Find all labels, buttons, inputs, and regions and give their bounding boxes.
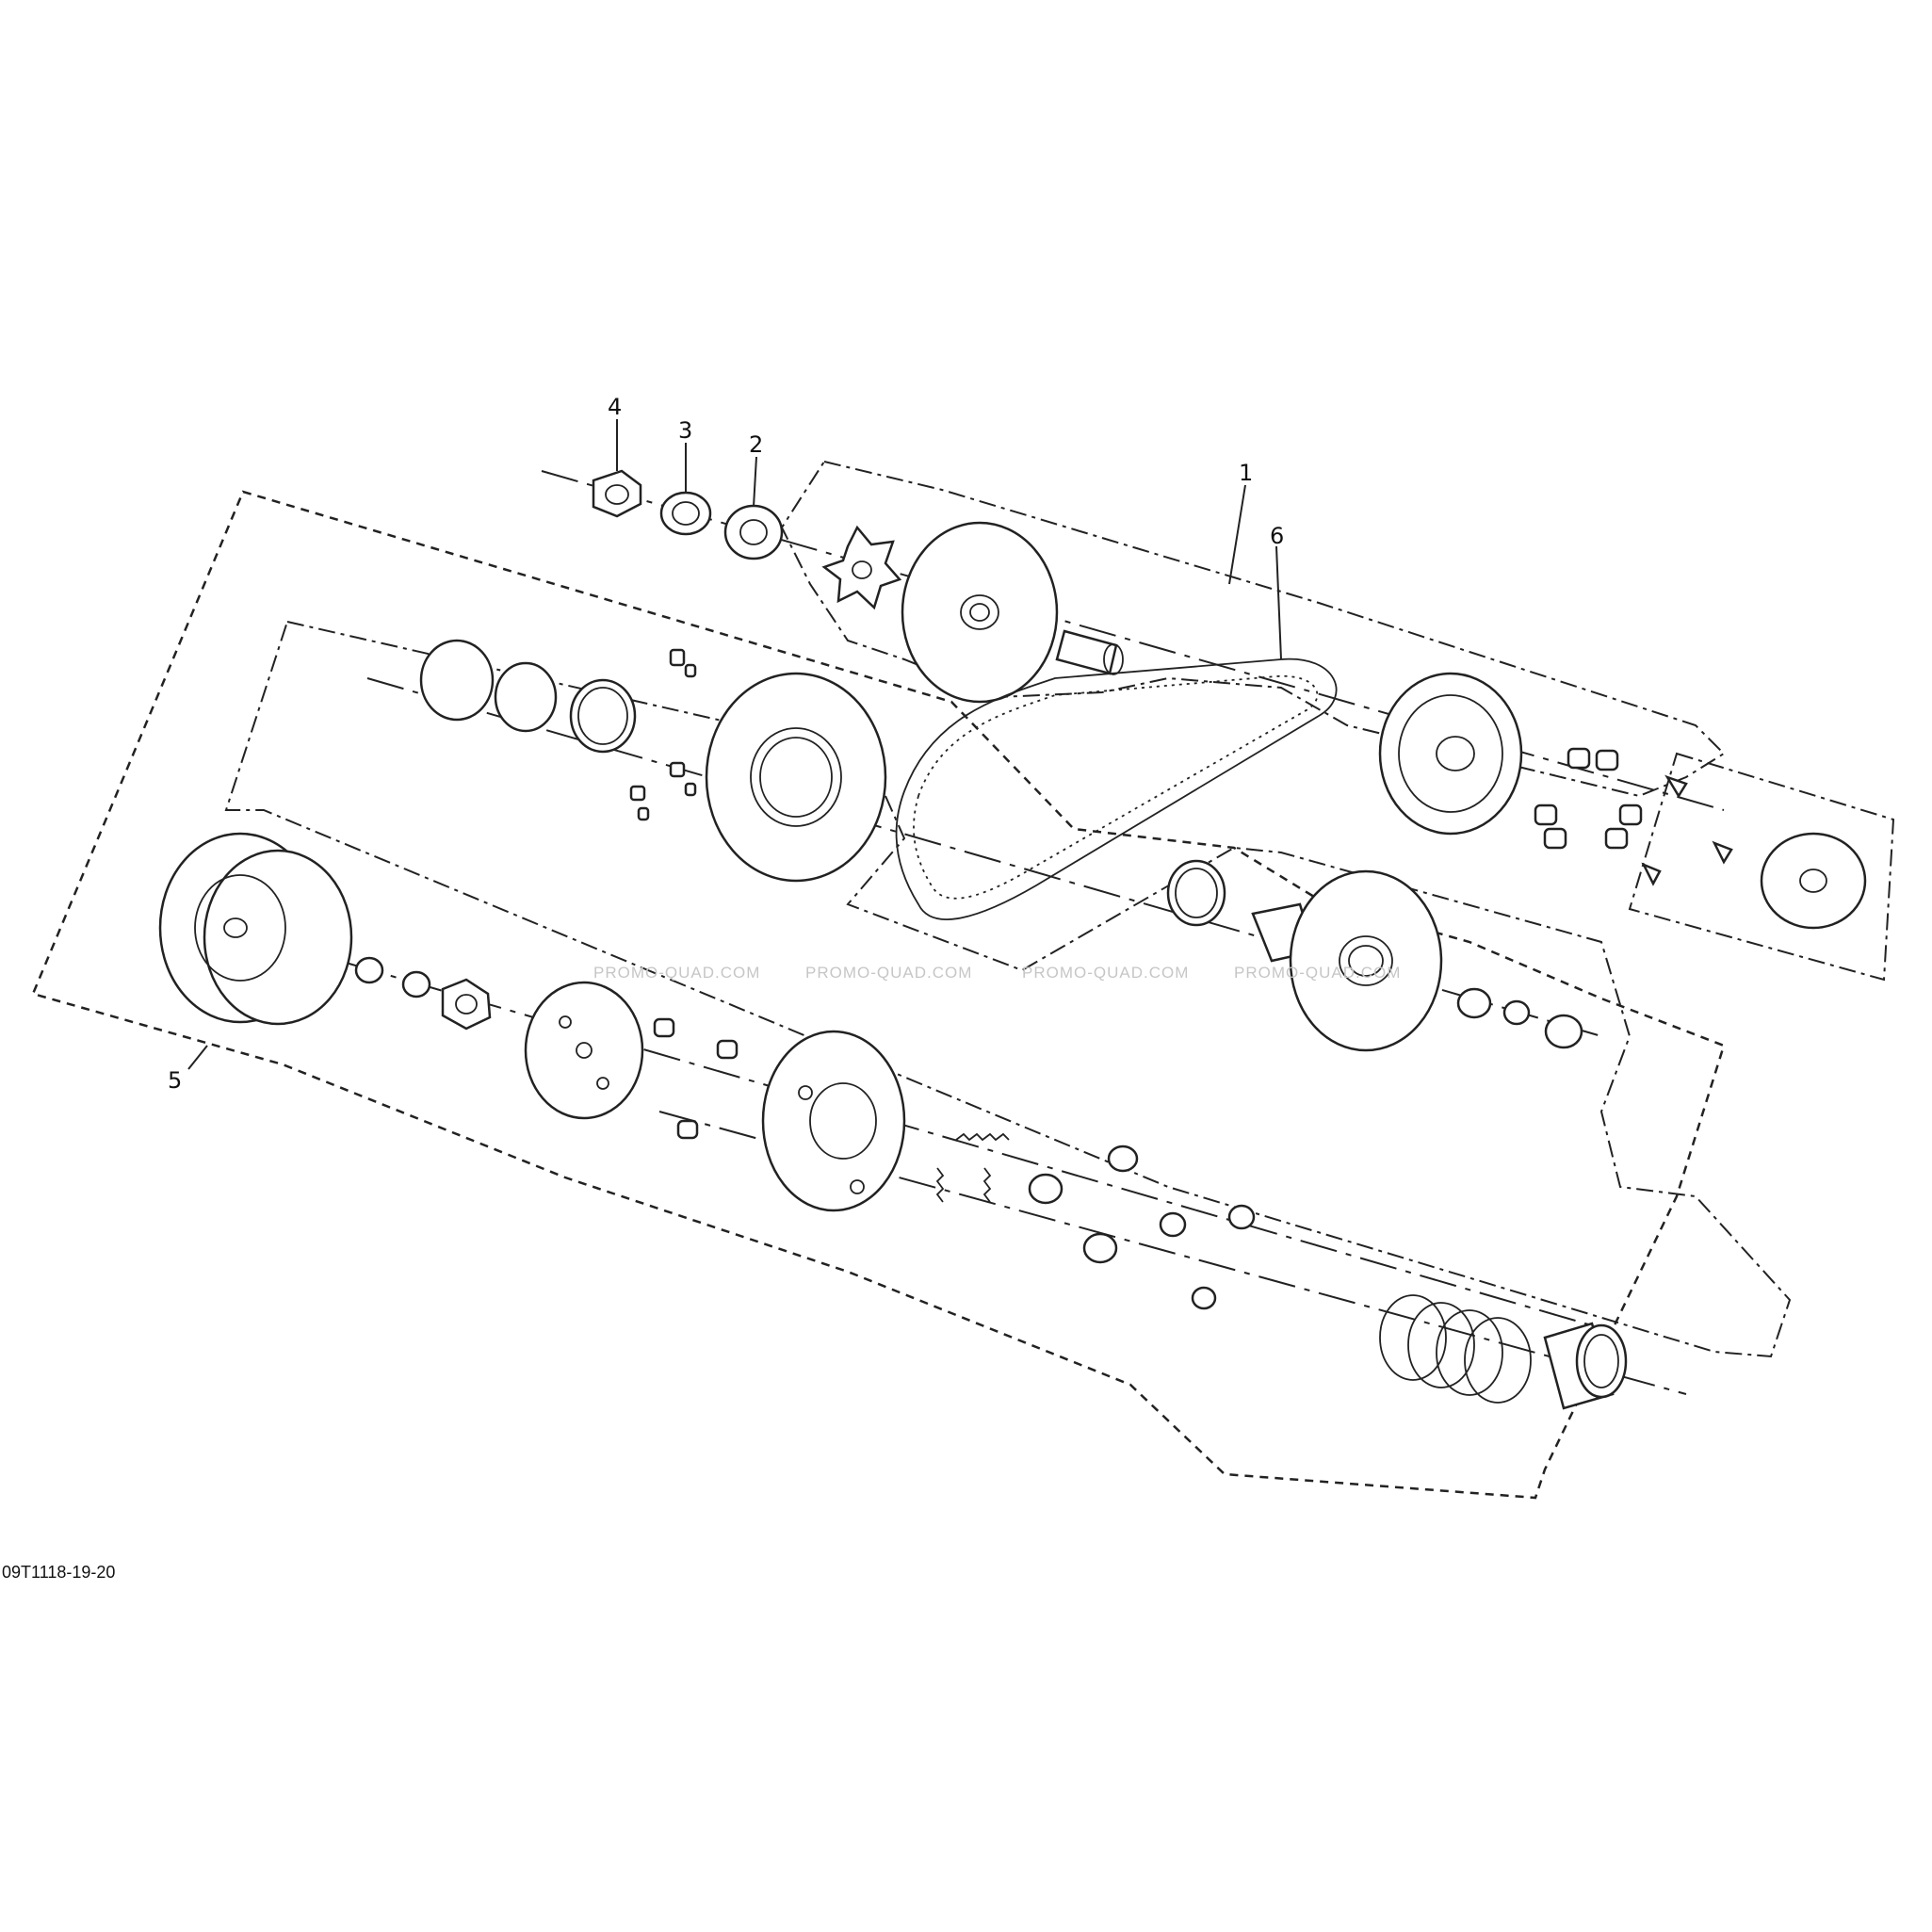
clutch-nut-part: [441, 978, 492, 1031]
watermark-3: PROMO-QUAD.COM: [1022, 964, 1189, 982]
small-bearings-lower: [354, 956, 431, 998]
drive-belt-part-6: [895, 658, 1338, 920]
rollers-part: [1534, 747, 1643, 850]
clutch-springs-part: [935, 1132, 1010, 1203]
clutch-bell-part: [158, 832, 353, 1026]
slider-pieces: [1641, 774, 1733, 886]
shaft-collar-part: [1055, 629, 1124, 675]
driven-face-part: [705, 672, 887, 883]
watermark-1: PROMO-QUAD.COM: [593, 964, 760, 982]
ring-set-left: [419, 639, 637, 754]
sprocket-part-2: [723, 504, 784, 560]
callout-5: 5: [168, 1067, 182, 1094]
callout-3: 3: [678, 417, 692, 444]
ramp-plate-part: [1760, 832, 1867, 930]
callout-6: 6: [1270, 523, 1284, 549]
ramp-plate-boundary: [1628, 752, 1895, 982]
leader-1: [1228, 484, 1246, 585]
pins-left: [629, 648, 697, 821]
drive-face-part: [901, 521, 1059, 704]
callout-4: 4: [608, 394, 622, 420]
bearings-right-lower: [1456, 987, 1583, 1049]
callout-1: 1: [1239, 460, 1253, 486]
torque-spring-part: [1379, 1294, 1532, 1404]
watermark-4: PROMO-QUAD.COM: [1234, 964, 1401, 982]
washer-part-3: [659, 491, 712, 536]
variator-part: [1378, 672, 1523, 836]
axis-bottom: [658, 1111, 1687, 1395]
watermark-2: PROMO-QUAD.COM: [805, 964, 972, 982]
nut-part-4: [592, 469, 642, 518]
callout-2: 2: [749, 431, 763, 458]
leader-5: [187, 1045, 208, 1070]
leader-6: [1275, 545, 1282, 660]
group-boundary-1: [780, 460, 1726, 798]
driven-pulley-lower: [1166, 859, 1443, 1052]
pulley-group-boundary: [224, 620, 1792, 1358]
seals-lower: [1028, 1145, 1256, 1310]
clutch-plate-part: [524, 981, 644, 1120]
seal-collar-part: [1543, 1322, 1628, 1410]
figure-code: 09T1118-19-20: [2, 1563, 115, 1582]
bushings-lower: [653, 1017, 739, 1140]
star-gear-part: [821, 525, 902, 610]
clutch-shoes-part: [761, 1030, 906, 1212]
leader-2: [753, 456, 757, 508]
